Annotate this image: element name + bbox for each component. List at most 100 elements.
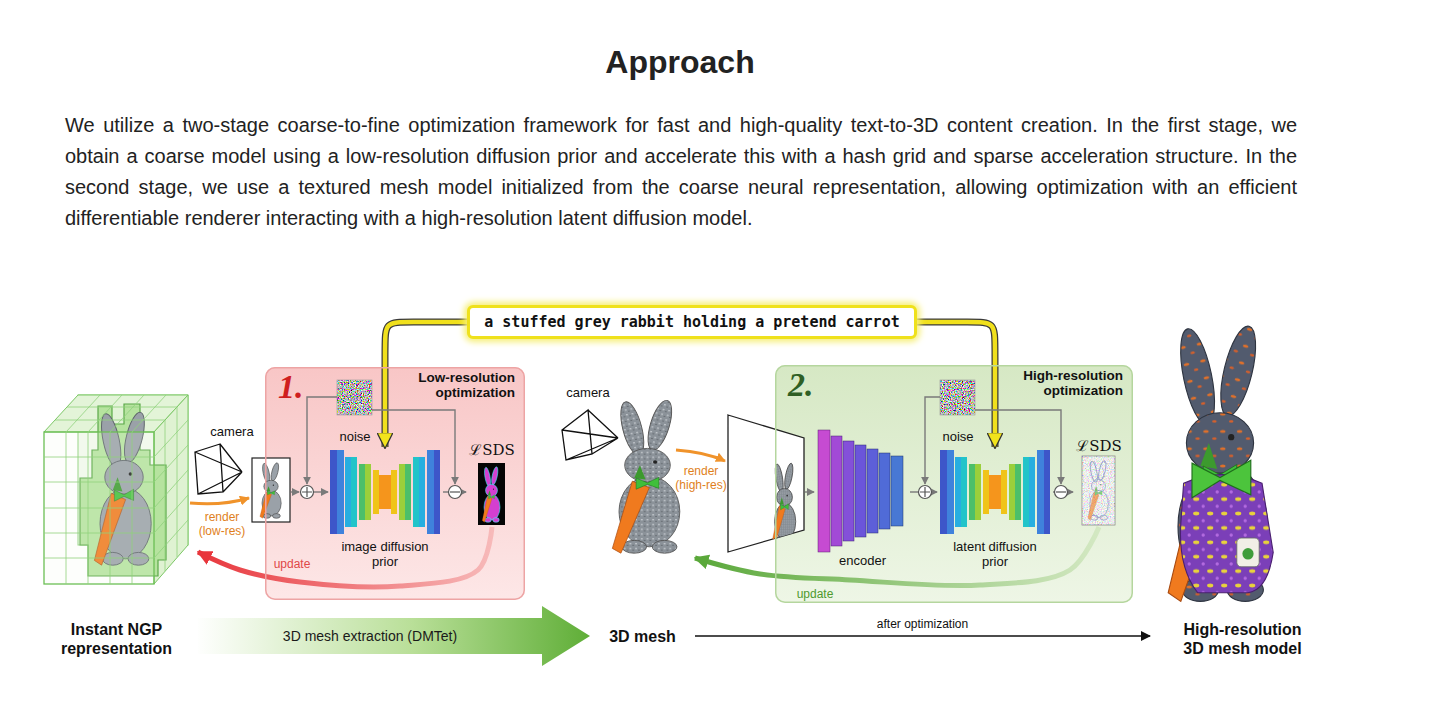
- subtract-operator: [449, 486, 1068, 499]
- camera-frustum: [562, 410, 618, 460]
- encoder: encoder: [815, 425, 910, 568]
- node-label: 1.: [278, 370, 304, 404]
- signal-wire: [975, 410, 1061, 484]
- sds-gradient-image: [482, 466, 500, 522]
- label-slot: render (high-res): [668, 464, 734, 492]
- stage-panel: 2.High-resolution optimizationnoiseencod…: [775, 365, 1133, 603]
- edge-label-slot: update: [797, 587, 834, 601]
- node-label: High-resolution 3D mesh model: [1173, 620, 1313, 658]
- node-label: a stuffed grey rabbit holding a pretend …: [484, 313, 899, 331]
- stage-panel-fill: [775, 365, 1133, 603]
- edge-outline: [917, 322, 995, 447]
- noise-image: noise: [933, 378, 983, 444]
- subtract-operator: [449, 486, 462, 499]
- extraction-arrow: [198, 606, 590, 666]
- title-slot: Approach: [605, 44, 754, 81]
- render-arrow: [676, 450, 725, 461]
- update-arrow: [695, 527, 1099, 586]
- camera-frustum: [195, 444, 242, 494]
- sds-gradient-image: [482, 466, 500, 522]
- node-label: noise: [942, 429, 973, 444]
- node-label: 3D mesh: [609, 627, 676, 646]
- final-rabbit: [1192, 460, 1251, 497]
- render-label: render (low-res): [191, 510, 253, 538]
- subtract-operator: [450, 491, 460, 492]
- mesh-model: 3D mesh: [590, 395, 695, 660]
- render-arrow: [190, 498, 249, 504]
- render-image: [728, 415, 804, 552]
- mesh-rabbit: [612, 398, 679, 553]
- render-image: [252, 458, 290, 522]
- page-title: Approach: [605, 44, 754, 81]
- label-slot: camera: [566, 385, 609, 400]
- node-label: latent diffusion prior: [940, 539, 1050, 569]
- render-image: [252, 415, 804, 552]
- signal-wire: [372, 410, 455, 484]
- sum-operator: [302, 487, 312, 497]
- render-image: [772, 462, 795, 543]
- sum-operator: [301, 486, 932, 499]
- camera-label: camera: [210, 424, 253, 439]
- sds-gradient-image: [1082, 456, 1115, 525]
- edge-group: [198, 322, 1150, 666]
- update-arrow: [198, 527, 492, 587]
- sds-gradient-image: [1088, 460, 1109, 520]
- sds-gradient-image: [1082, 456, 1115, 525]
- noise-image: [940, 380, 975, 415]
- edge-outline-group: [385, 322, 995, 447]
- node-label: noise: [339, 429, 370, 444]
- stage-panel-fill: [265, 365, 1133, 603]
- prompt-box: a stuffed grey rabbit holding a pretend …: [467, 305, 916, 339]
- unet-symbol: [330, 450, 1050, 534]
- sds-gradient-image: [478, 456, 1115, 525]
- stage-panel-fill: [265, 367, 525, 600]
- render-image: [260, 462, 281, 518]
- render-image: [772, 462, 795, 543]
- edge-label: after optimization: [874, 617, 971, 631]
- sum-operator: [920, 487, 930, 497]
- subtract-operator: [1055, 486, 1068, 499]
- flow-arrow: [443, 491, 466, 492]
- sds-gradient-image: [478, 463, 505, 525]
- flow-arrow: [1053, 491, 1073, 492]
- ngp-representation: Instant NGP representation: [35, 390, 198, 660]
- node-label: image diffusion prior: [330, 539, 440, 569]
- sequence-arrow: [695, 635, 1150, 636]
- edge-label-slot: after optimization: [874, 617, 971, 631]
- signal-wire: [314, 491, 328, 492]
- caption-slot: We utilize a two-stage coarse-to-fine op…: [65, 110, 1297, 234]
- signal-wire: [925, 397, 940, 484]
- edge-label: update: [797, 587, 834, 601]
- final-rabbit: [1168, 323, 1273, 602]
- mesh-rabbit: [612, 398, 679, 553]
- edge-label-slot: 3D mesh extraction (DMTet): [283, 628, 457, 644]
- body-paragraph: We utilize a two-stage coarse-to-fine op…: [65, 110, 1297, 234]
- signal-wire: [291, 491, 299, 492]
- node-label: Instant NGP representation: [35, 620, 198, 658]
- noise-image: [337, 380, 372, 415]
- stage-panel: 1.Low-resolution optimizationnoiseimage …: [265, 367, 525, 600]
- signal-wire: [307, 397, 337, 484]
- sum-operator: [301, 486, 314, 499]
- node-heading: High-resolution optimization: [1011, 368, 1123, 398]
- sds-loss: ℒSDS: [1073, 437, 1125, 527]
- signal-wire: [291, 397, 1061, 492]
- edge-label: 3D mesh extraction (DMTet): [283, 628, 457, 644]
- unet-symbol: [330, 450, 440, 534]
- node-label: encoder: [839, 553, 886, 568]
- noise-image: [337, 380, 372, 415]
- edge-label: update: [274, 557, 311, 571]
- ngp-grid: [44, 395, 188, 584]
- diffusion-prior: latent diffusion prior: [937, 447, 1053, 569]
- render-label: render (high-res): [668, 464, 734, 492]
- final-rabbit: [1237, 538, 1259, 567]
- ngp-grid: [44, 395, 188, 584]
- noise-image: [940, 380, 975, 415]
- signal-wire: [805, 491, 814, 492]
- node-label: ℒSDS: [469, 441, 515, 459]
- render-image: [772, 462, 795, 543]
- final-rabbit: [1168, 323, 1273, 602]
